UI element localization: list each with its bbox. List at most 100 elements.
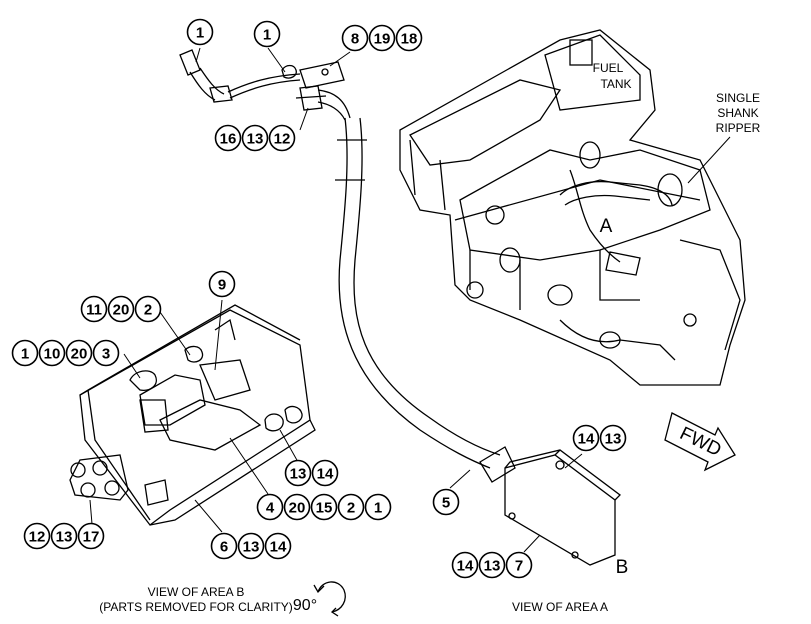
callout-bubble: [38, 339, 66, 367]
callout-number: 10: [44, 346, 61, 363]
callout-group-1-10-20-3: 1 10 20 3: [11, 339, 120, 367]
callout-number: 1: [374, 500, 382, 517]
callout-bubble: [368, 24, 396, 52]
ripper-label-line1: SINGLE: [716, 91, 760, 105]
callout-number: 6: [220, 539, 228, 556]
callout-number: 20: [71, 346, 88, 363]
area-b-bracket: [69, 304, 316, 526]
callout-number: 1: [196, 25, 204, 42]
callout-group-12-13-17: 12 13 17: [23, 522, 105, 550]
callout-number: 2: [347, 500, 355, 517]
view-area-b-title: VIEW OF AREA B: [148, 585, 245, 599]
callout-bubble: [310, 493, 338, 521]
callout-bubble: [134, 295, 162, 323]
callout-group-6-13-14: 6 13 14: [210, 532, 292, 560]
fuel-tank-label-line2: TANK: [600, 77, 631, 91]
callout-number: 13: [290, 466, 307, 483]
callout-number: 13: [605, 431, 622, 448]
callout-number: 17: [83, 529, 100, 546]
callout-number: 20: [289, 500, 306, 517]
rotation-label: 90°: [293, 597, 317, 614]
callout-bubble: [311, 459, 339, 487]
callout-bubble: [572, 424, 600, 452]
callout-group-top-1: 1: [186, 18, 214, 46]
callout-bubble: [65, 339, 93, 367]
area-a-letter: A: [600, 216, 613, 237]
callout-number: 15: [316, 500, 333, 517]
forward-arrow: FWD: [664, 412, 736, 472]
callout-bubble: [599, 424, 627, 452]
callout-bubble: [210, 532, 238, 560]
callout-group-14-13-7: 14 13 7: [451, 551, 533, 579]
callout-bubble: [268, 124, 296, 152]
callout-number: 3: [102, 346, 110, 363]
callout-number: 11: [86, 302, 102, 319]
callout-bubble: [364, 493, 392, 521]
callout-group-9: 9: [208, 270, 236, 298]
ripper-label-line2: SHANK: [717, 106, 758, 120]
callout-bubble: [23, 522, 51, 550]
area-b-letter: B: [616, 557, 629, 578]
callout-bubble: [241, 124, 269, 152]
callout-number: 13: [484, 558, 501, 575]
callout-number: 4: [266, 500, 275, 517]
callout-bubble: [451, 551, 479, 579]
callout-bubble: [237, 532, 265, 560]
view-area-a-title: VIEW OF AREA A: [512, 600, 608, 614]
rotation-symbol: [313, 581, 346, 617]
callout-group-16-13-12: 16 13 12: [214, 124, 296, 152]
callout-bubble: [264, 532, 292, 560]
callout-bubble: [107, 295, 135, 323]
callout-number: 14: [270, 539, 287, 556]
leader-lines: [89, 47, 583, 553]
callout-number: 8: [351, 31, 359, 48]
callout-group-8-19-18: 8 19 18: [341, 24, 423, 52]
callout-bubble: [11, 339, 39, 367]
fuel-tank-label-line1: FUEL: [593, 61, 624, 75]
callout-bubble: [341, 24, 369, 52]
callout-number: 14: [457, 558, 474, 575]
callout-group-11-20-2: 11 20 2: [80, 295, 162, 323]
callout-bubble: [50, 522, 78, 550]
view-area-b-note: (PARTS REMOVED FOR CLARITY): [99, 600, 293, 614]
callout-number: 13: [56, 529, 73, 546]
callout-number: 13: [243, 539, 260, 556]
callout-number: 20: [113, 302, 130, 319]
callout-bubble: [478, 551, 506, 579]
callout-group-5: 5: [432, 488, 460, 516]
callout-bubble: [77, 522, 105, 550]
callout-bubble: [253, 20, 281, 48]
callout-number: 7: [515, 558, 523, 575]
area-a-valve-block: [504, 449, 621, 566]
machine-rear-view: [399, 29, 746, 386]
callout-number: 13: [247, 131, 264, 148]
callout-number: 1: [21, 346, 29, 363]
callout-bubble: [214, 124, 242, 152]
callout-bubble: [284, 459, 312, 487]
callout-bubble: [432, 488, 460, 516]
callout-number: 9: [218, 277, 226, 294]
callout-number: 2: [144, 302, 152, 319]
callout-bubble: [505, 551, 533, 579]
callout-number: 12: [274, 131, 291, 148]
callout-bubble: [92, 339, 120, 367]
callout-group-4-20-15-2-1: 4 20 15 2 1: [256, 493, 392, 521]
callout-bubble: [395, 24, 423, 52]
callout-group-top-1b: 1: [253, 20, 281, 48]
top-sensor-harness: [179, 49, 345, 111]
callout-bubble: [256, 493, 284, 521]
callout-bubble: [337, 493, 365, 521]
callout-number: 14: [317, 466, 334, 483]
callout-number: 16: [220, 131, 237, 148]
callout-number: 1: [263, 27, 271, 44]
callout-number: 19: [374, 31, 391, 48]
hydraulic-hose: [317, 89, 516, 483]
callout-number: 18: [401, 31, 418, 48]
callout-number: 5: [442, 495, 450, 512]
callout-bubble: [283, 493, 311, 521]
callout-number: 12: [29, 529, 46, 546]
